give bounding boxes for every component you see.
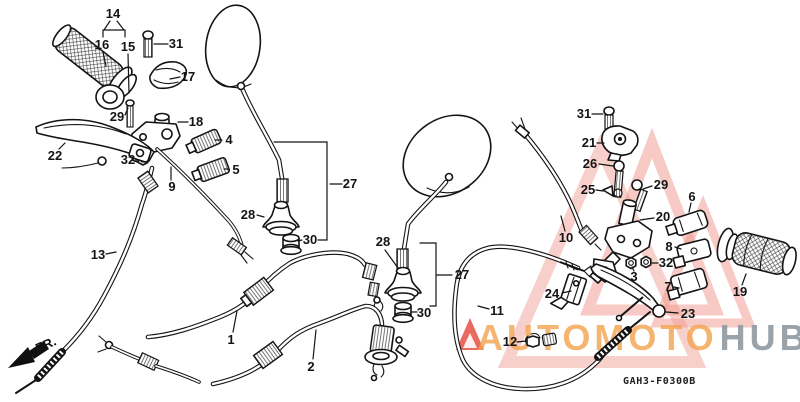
callout-31-right: 31 <box>577 106 591 121</box>
cable-13 <box>15 165 159 394</box>
switch-piece-8 <box>672 238 712 269</box>
watermark-logo-notch <box>463 333 477 348</box>
diagram-code: GAH3-F0300B <box>623 376 696 387</box>
throttle-cable-1 <box>145 250 384 340</box>
callout-28-left: 28 <box>241 207 255 222</box>
callout-32-left: 32 <box>121 152 135 167</box>
callout-4: 4 <box>225 132 233 147</box>
throttle-cable-2 <box>210 303 410 387</box>
callout-25: 25 <box>581 182 595 197</box>
callout-30-left: 30 <box>303 232 317 247</box>
callout-7: 7 <box>664 279 671 294</box>
mirror-nut-30-right <box>392 301 414 324</box>
callout-5: 5 <box>232 162 239 177</box>
cable-adjuster-12 <box>524 332 558 348</box>
watermark-text-primary: AUTOMOTO <box>477 317 718 358</box>
callout-13: 13 <box>91 247 105 262</box>
callout-32-right: 32 <box>659 255 673 270</box>
callout-10: 10 <box>559 230 573 245</box>
screw-29-right <box>631 179 649 213</box>
watermark-text-secondary: HUB <box>720 317 800 358</box>
right-grip <box>716 227 797 276</box>
callout-26: 26 <box>583 156 597 171</box>
left-grip <box>52 24 137 99</box>
mirror-right <box>396 114 492 269</box>
callout-leader-lines <box>58 20 747 360</box>
switch-piece-4 <box>185 128 222 155</box>
switch-piece-7 <box>666 267 708 301</box>
callout-23: 23 <box>681 306 695 321</box>
switch-pod-21 <box>601 125 639 162</box>
mirror-boot-28-right <box>384 266 422 302</box>
screw-29-left <box>125 99 135 128</box>
callout-15: 15 <box>121 39 135 54</box>
watermark-triangle-large <box>497 133 707 368</box>
clutch-lever-23 <box>590 263 666 322</box>
wire-grommet <box>61 156 107 169</box>
fr-direction-arrow <box>8 341 49 368</box>
choke-cable-end <box>97 335 201 384</box>
lever-dust-cover <box>149 60 188 90</box>
mirror-left <box>204 4 289 203</box>
front-direction-label: FR. <box>33 333 58 355</box>
callout-16: 16 <box>95 37 109 52</box>
bolt-31-right <box>603 106 615 130</box>
callout-12: 12 <box>503 334 517 349</box>
callout-20: 20 <box>656 209 670 224</box>
washers-32-3 <box>625 255 652 270</box>
callout-27-left: 27 <box>343 176 357 191</box>
pin-25 <box>602 185 623 198</box>
callout-29-left: 29 <box>110 109 124 124</box>
bolt-31-left <box>142 30 154 58</box>
parts-diagram-line-art <box>8 4 797 394</box>
callout-11: 11 <box>490 303 504 318</box>
callout-3: 3 <box>630 269 637 284</box>
switch-piece-5 <box>191 157 231 183</box>
callout-2: 2 <box>307 359 314 374</box>
callout-24: 24 <box>545 286 560 301</box>
callout-1: 1 <box>227 332 234 347</box>
callout-29-right: 29 <box>654 177 668 192</box>
cable-11 <box>452 244 651 392</box>
callout-14: 14 <box>106 6 121 21</box>
watermark-text: AUTOMOTOHUB <box>477 317 800 358</box>
callout-31-left: 31 <box>169 36 183 51</box>
cable-10 <box>511 117 602 251</box>
mirror-boot-28-left <box>262 200 300 236</box>
callout-17: 17 <box>181 69 195 84</box>
cable-9 <box>155 147 254 264</box>
mirror-nut-30-left <box>280 233 302 256</box>
callout-19: 19 <box>733 284 747 299</box>
callout-22: 22 <box>48 148 62 163</box>
callout-18: 18 <box>189 114 203 129</box>
switch-piece-6 <box>665 209 709 237</box>
cable-bracket-24 <box>549 273 588 310</box>
callout-6: 6 <box>688 189 695 204</box>
brake-lever <box>35 118 155 163</box>
callout-8: 8 <box>665 239 672 254</box>
callouts: 1 2 3 4 5 6 7 8 9 10 11 12 13 14 15 16 1… <box>48 6 747 374</box>
callout-28-right: 28 <box>376 234 390 249</box>
callout-9: 9 <box>168 179 175 194</box>
callout-30-right: 30 <box>417 305 431 320</box>
callout-27-right: 27 <box>455 267 469 282</box>
callout-21: 21 <box>582 135 596 150</box>
